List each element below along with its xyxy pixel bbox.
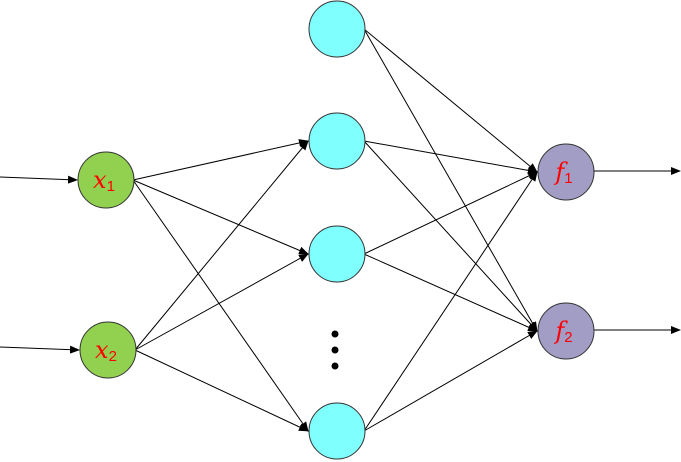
node-label-x1: x1 (93, 166, 115, 195)
edge-x1-h3 (132, 179, 309, 255)
input-node-circle (77, 151, 135, 209)
output-node-circle (537, 143, 595, 201)
ellipsis-dot (331, 346, 339, 354)
edge-h2-f1 (363, 140, 538, 175)
edge-x1-h4 (132, 179, 309, 432)
edge-x1-h2 (132, 139, 309, 181)
node-subscript: 2 (109, 348, 117, 365)
edge-x2-h2 (134, 140, 309, 351)
edge-h2-f2 (363, 140, 538, 332)
input-node-circle (79, 321, 137, 379)
node-subscript: 2 (564, 329, 572, 346)
edge-h3-f1 (363, 171, 538, 255)
hidden-node-circle (308, 112, 366, 170)
edge-h3-f2 (363, 253, 538, 332)
node-subscript: 1 (107, 178, 115, 195)
input-arrow-x2 (0, 345, 80, 354)
edge-h1-f1 (363, 28, 538, 173)
hidden-node-h4 (308, 402, 366, 460)
output-node-circle (537, 302, 595, 360)
edge-h4-f2 (363, 330, 538, 432)
node-var: x (95, 336, 109, 364)
hidden-node-h2 (308, 112, 366, 170)
edge-h1-f2 (363, 28, 538, 332)
input-node-x1: x1 (77, 151, 135, 209)
edge-x2-h3 (134, 253, 309, 351)
input-arrow-x1 (0, 175, 78, 184)
hidden-node-circle (308, 402, 366, 460)
node-label-x2: x2 (95, 336, 117, 365)
hidden-node-circle (308, 225, 366, 283)
hidden-layer-ellipsis (331, 330, 339, 370)
hidden-node-circle (308, 0, 366, 58)
hidden-node-h1 (308, 0, 366, 58)
edge-h4-f1 (363, 171, 538, 432)
node-var: x (93, 166, 107, 194)
ellipsis-dot (331, 362, 339, 370)
output-node-f1: f1 (537, 143, 595, 201)
node-subscript: 1 (564, 170, 572, 187)
hidden-node-h3 (308, 225, 366, 283)
edge-x2-h4 (134, 349, 309, 432)
input-node-x2: x2 (79, 321, 137, 379)
output-node-f2: f2 (537, 302, 595, 360)
ellipsis-dot (331, 330, 339, 338)
edges-layer (0, 28, 681, 432)
